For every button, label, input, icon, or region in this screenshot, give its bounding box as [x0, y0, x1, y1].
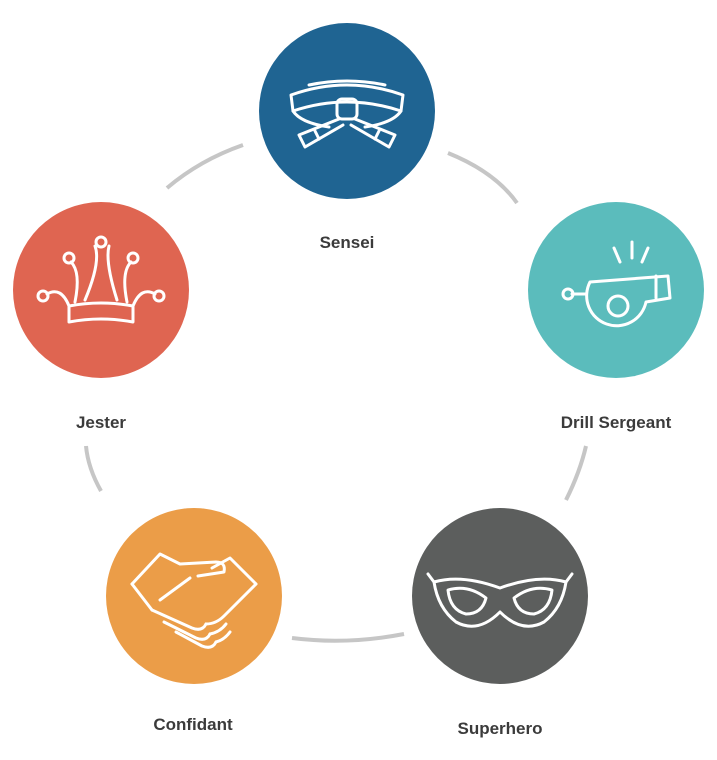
whistle-icon	[561, 240, 672, 328]
superhero-node	[412, 508, 588, 684]
drill-sergeant-label: Drill Sergeant	[560, 413, 672, 432]
eye-mask-icon	[426, 572, 574, 628]
confidant-node	[106, 508, 282, 684]
connector-arc-confidant-jester	[84, 445, 103, 492]
jester-node	[13, 202, 189, 378]
connector-arc-sensei-drill	[447, 151, 519, 205]
connector-arc-drill-superhero	[564, 445, 588, 501]
handshake-icon	[130, 552, 258, 649]
jester-label: Jester	[75, 413, 127, 432]
sensei-label: Sensei	[319, 233, 375, 252]
confidant-label: Confidant	[153, 715, 233, 734]
drill-sergeant-node	[528, 202, 704, 378]
karate-belt-icon	[289, 79, 405, 149]
connector-arc-superhero-confidant	[291, 632, 405, 643]
connector-arc-jester-sensei	[165, 143, 244, 190]
superhero-label: Superhero	[457, 719, 543, 738]
jester-hat-icon	[36, 235, 166, 324]
sensei-node	[259, 23, 435, 199]
